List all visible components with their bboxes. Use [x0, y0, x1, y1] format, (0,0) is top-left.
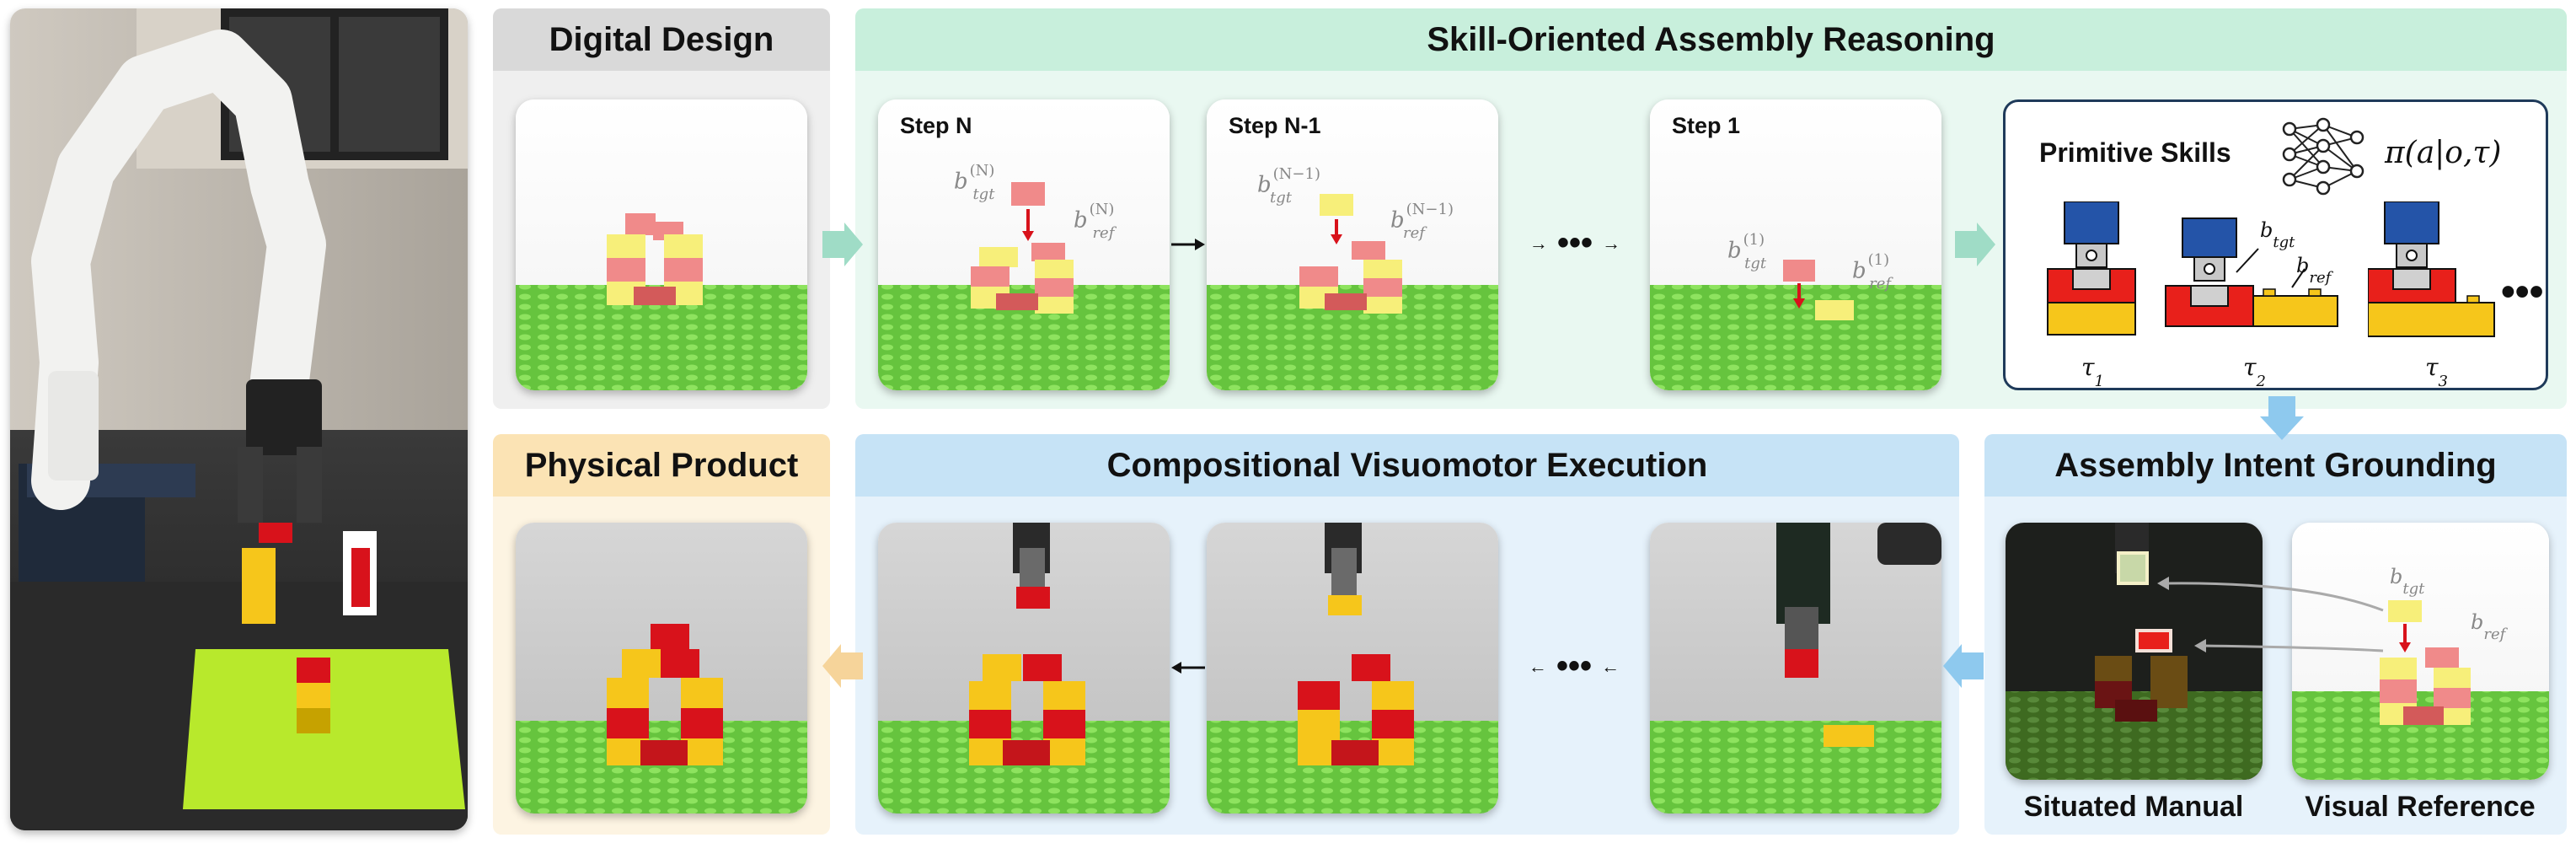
arrow-exec-2-to-1 — [1171, 662, 1205, 674]
b-ref-n-label: b(N)ref — [1074, 201, 1115, 242]
digital-design-render — [516, 99, 807, 390]
visual-reference-photo: btgt bref — [2292, 523, 2549, 780]
arrow-reasoning-to-skills — [1955, 223, 1995, 266]
b-ref-1-label: b(1)ref — [1852, 251, 1892, 293]
primitive-skills-title: Primitive Skills — [2039, 137, 2231, 168]
ref-b-ref-label: bref — [2471, 610, 2506, 643]
step-n-label: Step N — [900, 113, 972, 138]
skill-2-b-tgt: btgt — [2260, 218, 2295, 251]
reasoning-header: Skill-Oriented Assembly Reasoning — [855, 8, 2567, 71]
step-1-label: Step 1 — [1672, 113, 1741, 138]
skill-1-diagram — [2047, 201, 2136, 336]
tau-3-label: τ3 — [2425, 353, 2448, 390]
execution-photo-2 — [1207, 523, 1498, 813]
ellipsis-exec: ← ••• ← — [1528, 647, 1620, 685]
step-n-1-label: Step N-1 — [1229, 113, 1321, 138]
physical-product-header: Physical Product — [493, 434, 830, 497]
ellipsis-skills: ••• — [2501, 270, 2544, 314]
arrow-step-n-to-n-1 — [1171, 239, 1205, 250]
step-1-card: Step 1 b(1)tgt b(1)ref — [1650, 99, 1941, 390]
arrow-exec-to-physical — [822, 644, 863, 688]
b-tgt-n-label: b(N)tgt — [954, 162, 995, 203]
physical-product-photo — [516, 523, 807, 813]
grounding-header: Assembly Intent Grounding — [1984, 434, 2567, 497]
primitive-skills-box: Primitive Skills π(a|o,τ) — [2003, 99, 2548, 390]
neural-network-icon — [2282, 117, 2364, 196]
step-n-1-card: Step N-1 b(N−1)tgt b(N−1)ref — [1207, 99, 1498, 390]
execution-header: Compositional Visuomotor Execution — [855, 434, 1959, 497]
b-ref-n-1-label: b(N−1)ref — [1390, 201, 1454, 242]
situated-manual-caption: Situated Manual — [2023, 791, 2244, 823]
arrow-design-to-reasoning — [822, 223, 863, 266]
ref-b-tgt-label: btgt — [2390, 565, 2425, 598]
digital-design-header: Digital Design — [493, 8, 830, 71]
skill-3-diagram — [2368, 201, 2495, 337]
correspondence-arrows — [2157, 577, 2384, 652]
robot-photo — [10, 8, 468, 830]
tau-2-label: τ2 — [2243, 353, 2266, 390]
b-tgt-n-1-label: b(N−1)tgt — [1257, 165, 1320, 207]
situated-manual-photo — [2006, 523, 2263, 780]
ellipsis-steps: → ••• → — [1529, 224, 1621, 261]
visual-reference-caption: Visual Reference — [2305, 791, 2536, 823]
execution-photo-3 — [1650, 523, 1941, 813]
step-n-card: Step N b(N)tgt b(N)ref — [878, 99, 1170, 390]
b-tgt-1-label: b(1)tgt — [1727, 231, 1767, 272]
policy-label: π(a|o,τ) — [2385, 136, 2502, 170]
execution-photo-1 — [878, 523, 1170, 813]
arrow-skills-to-grounding — [2260, 396, 2304, 440]
tau-1-label: τ1 — [2081, 353, 2104, 390]
arrow-grounding-to-exec — [1943, 644, 1984, 688]
skill-2-b-ref: bref — [2296, 254, 2332, 287]
skill-2-diagram — [2165, 217, 2338, 327]
